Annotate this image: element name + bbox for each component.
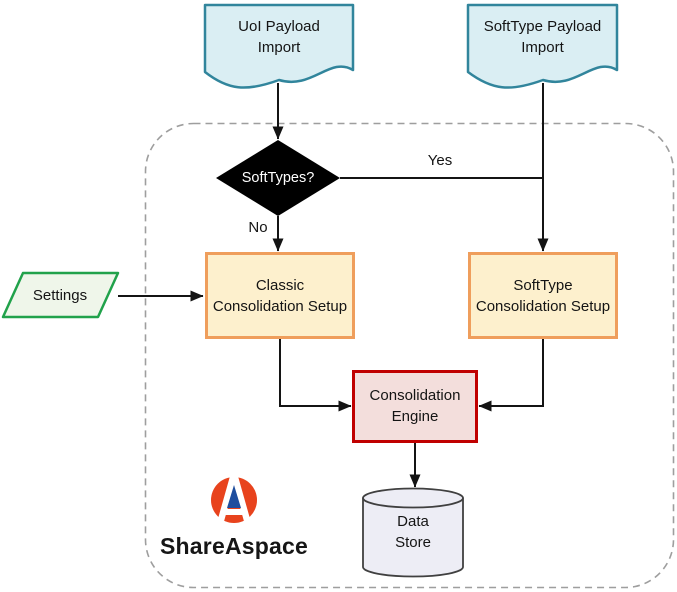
classic-consolidation-setup-box <box>205 252 355 339</box>
softtype-payload-import-document <box>466 3 619 89</box>
shareaspace-logo-icon <box>211 462 257 523</box>
connector-softtype-to-engine <box>478 339 544 412</box>
yes-edge-label: Yes <box>427 152 453 169</box>
settings-parallelogram <box>1 271 120 319</box>
consolidation-engine-box <box>352 370 478 443</box>
connector-classic-to-engine <box>279 339 352 412</box>
softtypes-decision-diamond <box>216 140 340 216</box>
uoi-payload-import-document <box>203 3 355 89</box>
no-edge-label: No <box>248 219 268 236</box>
shareaspace-boundary <box>144 122 675 589</box>
shareaspace-wordmark: ShareAspace <box>160 533 308 559</box>
data-store-cylinder <box>362 487 464 578</box>
softtype-consolidation-setup-box <box>468 252 618 339</box>
